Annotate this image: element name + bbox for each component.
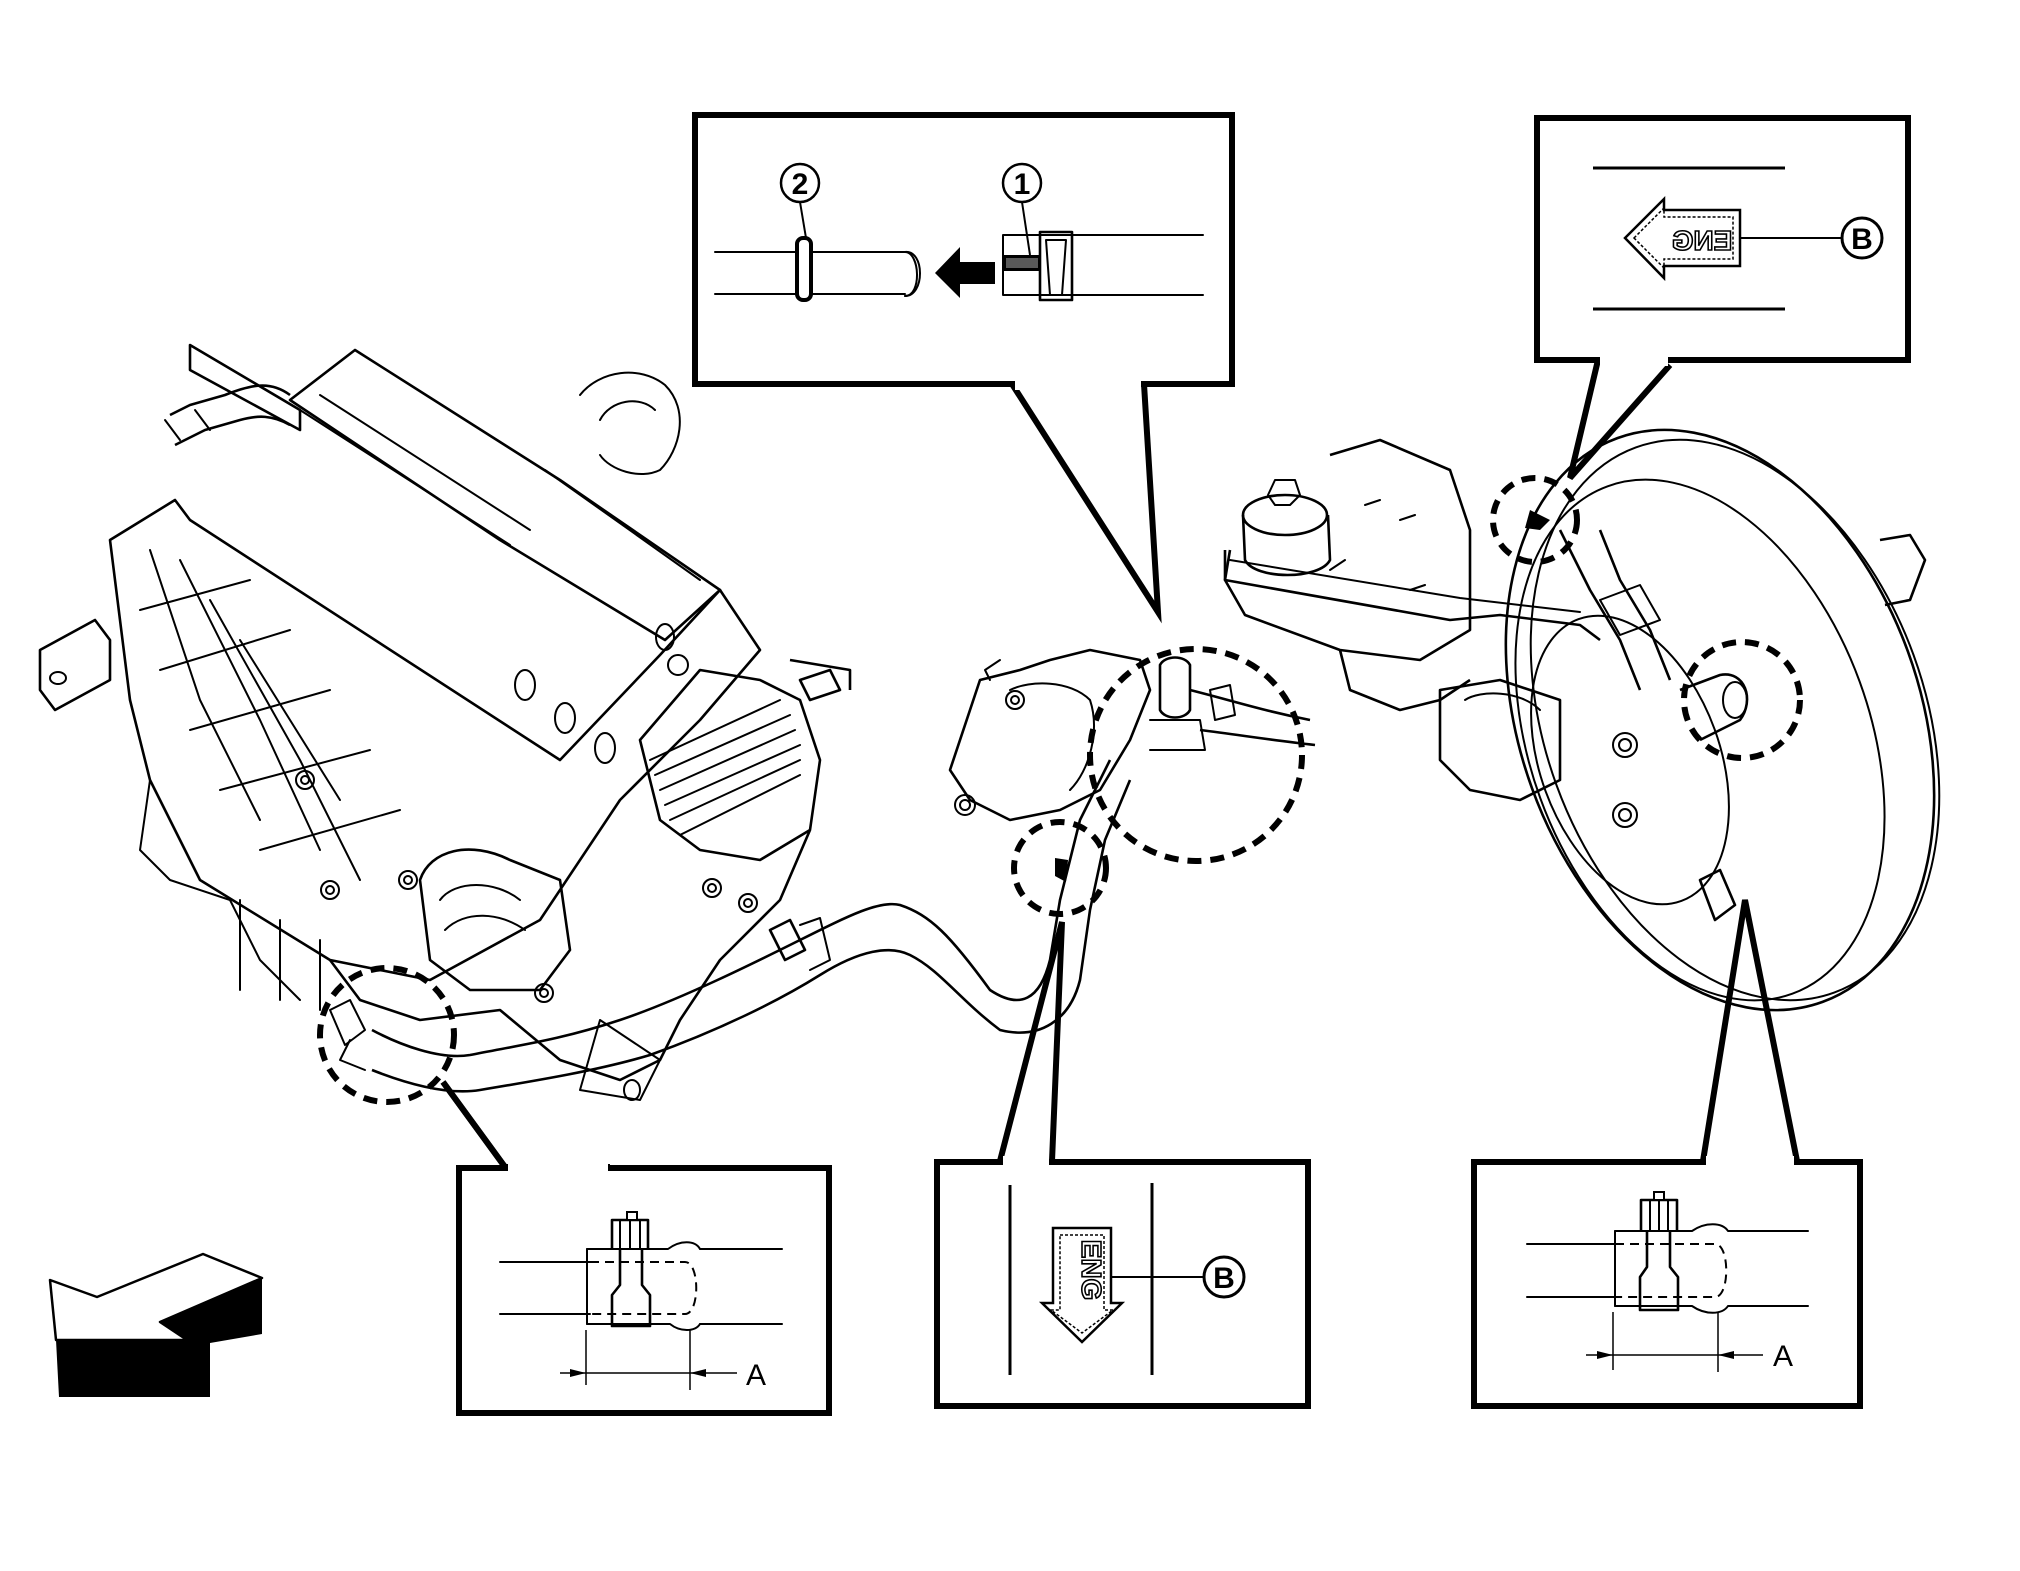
inset-booster-side-mark: ENG B [1534,115,1911,366]
eng-mark-arrow-icon [1038,1226,1126,1344]
callout-1-label: 1 [1014,168,1031,201]
front-direction-arrow-icon [48,1252,264,1397]
mark-arrow-icon [1055,858,1068,882]
inset-hose-connection: 2 1 [692,112,1235,390]
detail-circle-booster-clamp [1681,639,1803,761]
detail-circle-midline-mark [1011,819,1109,917]
mark-arrow-icon [1525,510,1550,530]
callout-b-marker [1202,1255,1246,1299]
marking-ring [795,236,813,302]
insert-direction-arrow-icon [935,247,995,298]
eng-mark-text: ENG [1672,225,1733,256]
inset-booster-clamp: A [1471,1156,1863,1409]
inset-engine-clamp: A [456,1162,832,1416]
detail-circle-hose-connection [1087,646,1305,864]
dimension-a-label: A [746,1359,766,1392]
detail-circle-booster-mark [1490,475,1580,565]
hose-paint-mark [1003,255,1041,271]
dimension-a-label: A [1773,1340,1793,1373]
callout-b-label: B [1851,223,1873,256]
callout-b-marker [1840,216,1884,260]
detail-markers [317,475,1803,1105]
callout-b-label: B [1213,1262,1235,1295]
brake-booster-assembly [1223,428,1941,1012]
eng-mark-text: ENG [1076,1240,1107,1301]
inset-midline-mark: ENG B [934,1156,1311,1409]
callout-2-label: 2 [792,168,809,201]
detail-circle-engine-clamp [317,965,457,1105]
vacuum-pump-assembly [948,648,1236,822]
engine-assembly [38,343,852,1101]
